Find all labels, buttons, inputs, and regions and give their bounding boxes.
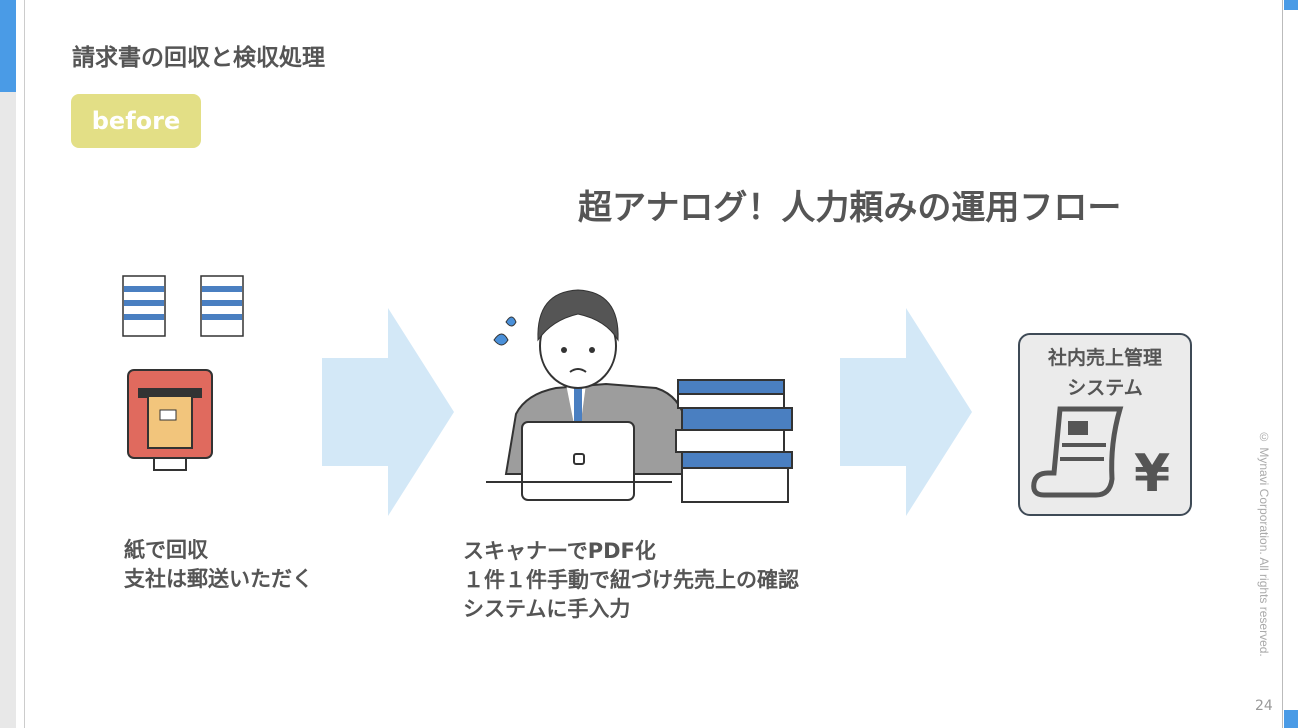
sweat-drops-icon bbox=[493, 316, 517, 346]
worker-at-laptop-illustration bbox=[486, 289, 793, 503]
left-panel bbox=[0, 0, 16, 728]
system-label: システム bbox=[1067, 377, 1143, 399]
arrow-right-icon bbox=[322, 308, 454, 516]
left-slide-thumbnail-selected[interactable] bbox=[0, 0, 16, 92]
step1-caption: 紙で回収 支社は郵送いただく bbox=[124, 536, 313, 594]
slide-title: 請求書の回収と検収処理 bbox=[72, 45, 325, 71]
caption-line: システムに手入力 bbox=[463, 597, 631, 621]
caption-line: 支社は郵送いただく bbox=[124, 567, 313, 591]
scrollbar-top[interactable] bbox=[1284, 0, 1298, 10]
caption-line: スキャナーでPDF化 bbox=[463, 539, 656, 563]
arrow-right-icon bbox=[840, 308, 972, 516]
paper-documents-icon bbox=[122, 275, 244, 337]
caption-line: 紙で回収 bbox=[124, 538, 208, 562]
headline: 超アナログ！人力頼みの運用フロー bbox=[578, 188, 1122, 228]
mailbox-icon bbox=[127, 369, 213, 471]
scrollbar-bottom[interactable] bbox=[1284, 710, 1298, 728]
system-label: 社内売上管理 bbox=[1047, 347, 1162, 369]
copyright: © Mynavi Corporation. All rights reserve… bbox=[1257, 430, 1271, 657]
scrollbar-track[interactable] bbox=[1282, 0, 1283, 728]
caption-line: １件１件手動で紐づけ先売上の確認 bbox=[463, 568, 799, 592]
page-number: 24 bbox=[1255, 698, 1273, 714]
sales-system-box: 社内売上管理システム ¥ bbox=[1018, 333, 1192, 516]
before-badge: before bbox=[71, 94, 201, 148]
step2-caption: スキャナーでPDF化 １件１件手動で紐づけ先売上の確認 システムに手入力 bbox=[463, 537, 799, 624]
invoice-yen-icon: ¥ bbox=[1031, 406, 1170, 504]
divider bbox=[24, 0, 25, 728]
svg-text:¥: ¥ bbox=[1134, 444, 1170, 503]
